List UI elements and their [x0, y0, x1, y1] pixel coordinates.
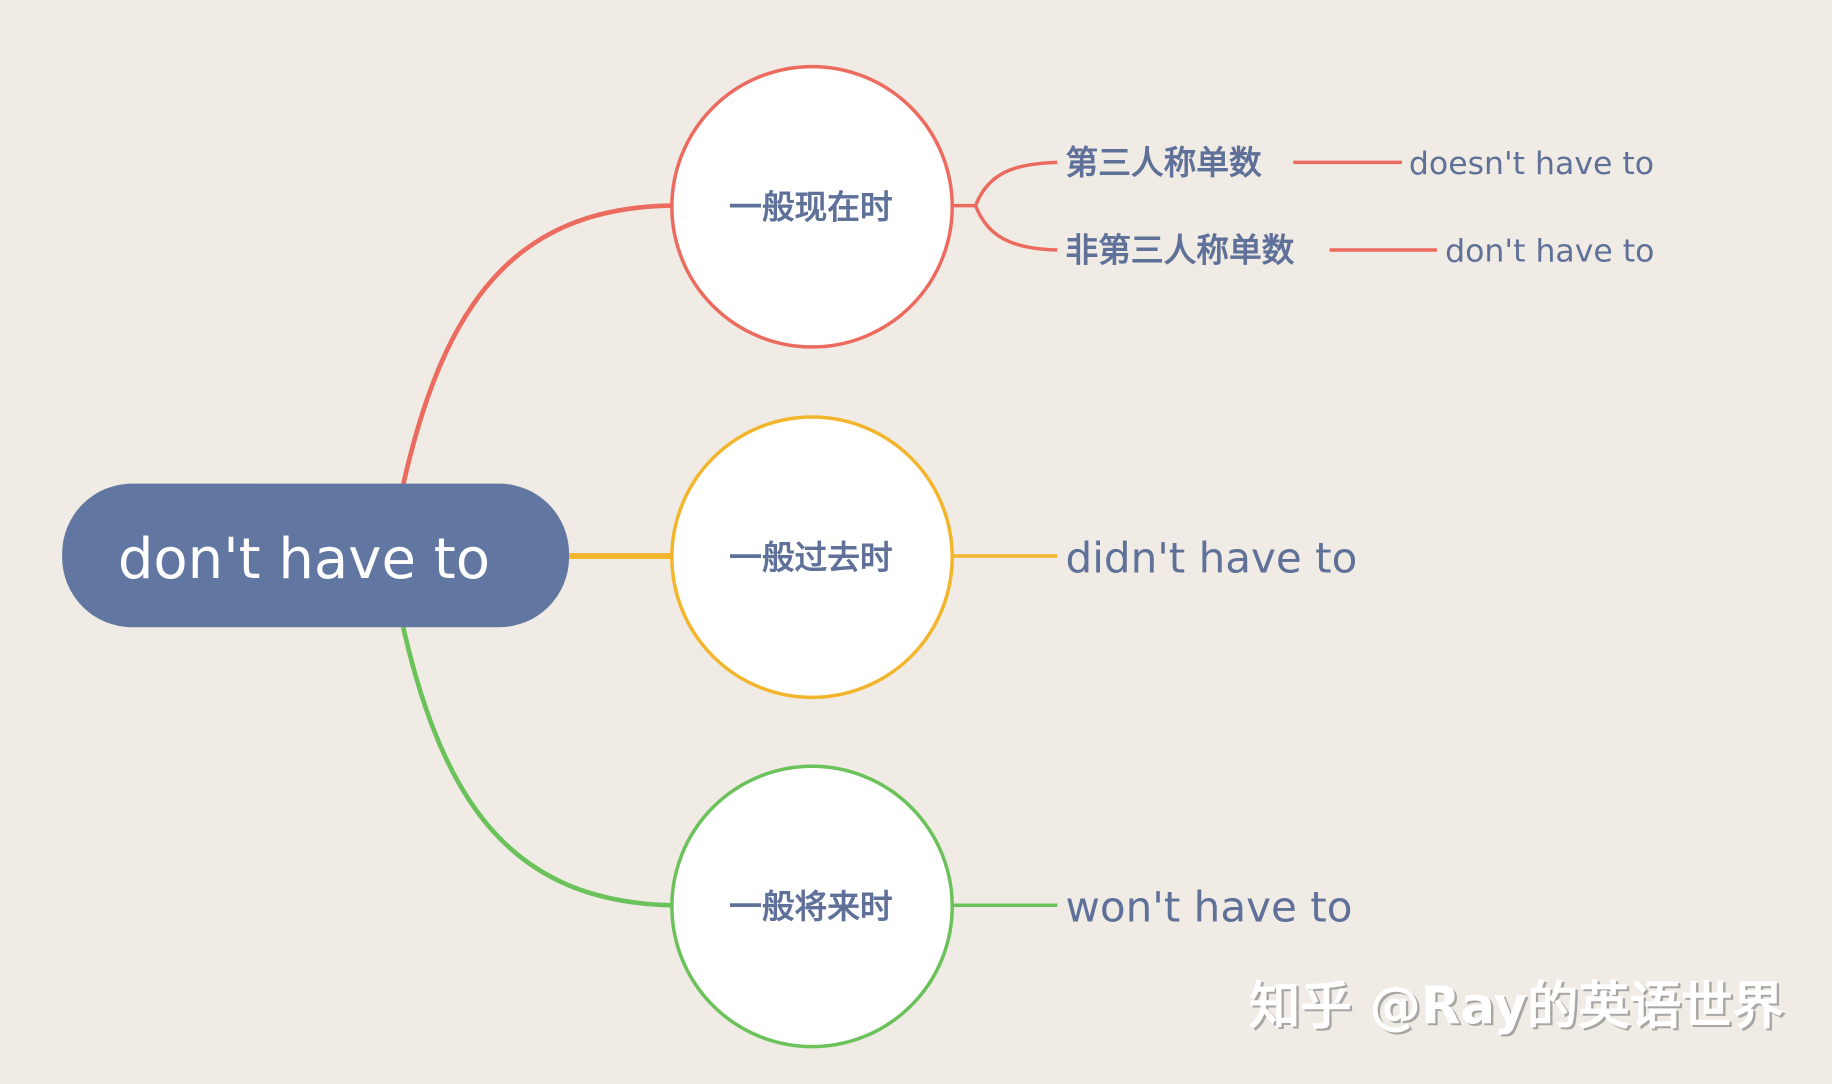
node-non-third-person[interactable]: 非第三人称单数 — [1066, 232, 1295, 270]
branch-past[interactable]: 一般过去时 — [670, 415, 954, 700]
watermark: 知乎 @Ray的英语世界 — [1249, 976, 1785, 1036]
branch-future[interactable]: 一般将来时 — [670, 764, 954, 1049]
branch-present-label: 一般现在时 — [729, 188, 892, 226]
connector-third-person — [973, 160, 1058, 207]
branch-future-label: 一般将来时 — [729, 888, 892, 926]
branch-present[interactable]: 一般现在时 — [670, 64, 954, 349]
root-label: don't have to — [118, 527, 490, 592]
node-didnt-have-to[interactable]: didn't have to — [1066, 533, 1358, 582]
node-doesnt-have-to[interactable]: doesn't have to — [1409, 146, 1654, 182]
connector-present — [400, 203, 672, 486]
connector-future — [400, 626, 672, 908]
root-node[interactable]: don't have to — [62, 483, 570, 628]
branch-past-label: 一般过去时 — [729, 539, 892, 577]
node-third-person[interactable]: 第三人称单数 — [1066, 144, 1262, 182]
node-wont-have-to[interactable]: won't have to — [1066, 883, 1353, 932]
watermark-shadow: 知乎 @Ray的英语世界 — [1251, 979, 1787, 1039]
node-dont-have-to[interactable]: don't have to — [1445, 234, 1654, 270]
connector-non-third-person — [973, 204, 1058, 252]
